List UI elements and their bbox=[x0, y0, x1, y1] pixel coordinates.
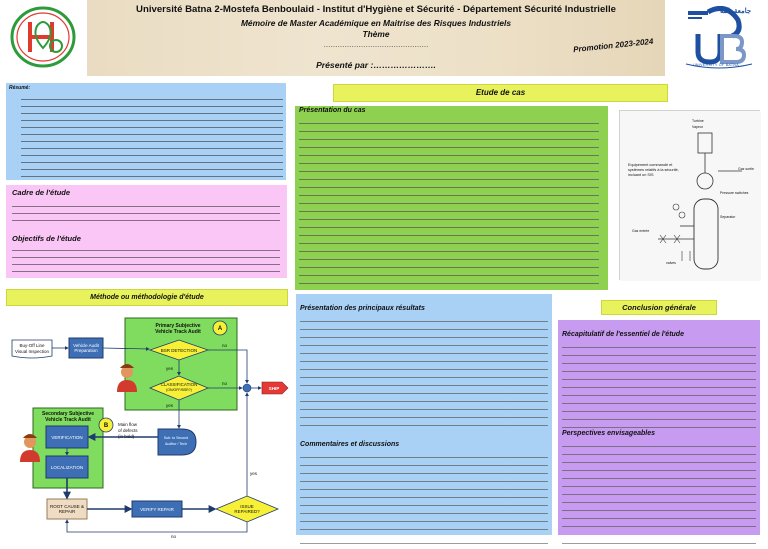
recapitulatif-lines bbox=[562, 340, 756, 428]
fc-main-flow-3: (in bold) bbox=[118, 434, 135, 439]
fc-prep: Vehicle Audit bbox=[73, 343, 100, 348]
fc-sub: Sub: to Second bbox=[164, 436, 189, 440]
objectifs-title: Objectifs de l'étude bbox=[12, 234, 81, 243]
fc-issue-2: REPAIRED? bbox=[234, 509, 260, 514]
diagram-separator: Separator bbox=[720, 215, 736, 219]
fc-buy-off-2: Visual Inspection bbox=[15, 349, 49, 354]
fc-root-cause-2: REPAIR bbox=[59, 509, 76, 514]
diagram-equipement: Equipement commandé et systèmes relatifs… bbox=[628, 163, 679, 177]
process-diagram: Turbine Vapeur Gaz sortie Equipement com… bbox=[619, 110, 761, 281]
resultats-panel: Présentation des principaux résultats Co… bbox=[296, 294, 552, 535]
fc-verification: VERIFICATION bbox=[51, 435, 82, 440]
cadre-lines bbox=[12, 200, 280, 222]
fc-badge-a: A bbox=[218, 326, 223, 332]
fc-classification-2: (ON/OFF/BSR?) bbox=[166, 388, 192, 392]
commentaires-title: Commentaires et discussions bbox=[300, 441, 400, 448]
promotion-label: Promotion 2023-2024 bbox=[572, 36, 654, 55]
diagram-turbine: Turbine bbox=[692, 119, 704, 123]
fc-classification: CLASSIFICATION bbox=[161, 382, 198, 387]
diagram-inlet: Gaz entrée bbox=[632, 229, 650, 233]
fc-primary-title: Primary Subjective bbox=[155, 323, 200, 329]
diagram-valves: valves bbox=[666, 261, 676, 265]
fc-no2: no bbox=[222, 381, 228, 386]
fc-yes3: yes bbox=[250, 471, 258, 476]
fc-no1: no bbox=[222, 343, 228, 348]
fc-verify: VERIFY REPAIR bbox=[140, 507, 175, 512]
university-logo-caption: UNIVERSITY OF BATNA bbox=[693, 63, 739, 67]
conclusion-banner: Conclusion générale bbox=[601, 300, 717, 315]
resultats-lines bbox=[300, 314, 548, 432]
etude-cas-banner: Etude de cas bbox=[333, 84, 668, 102]
header-master: Mémoire de Master Académique en Maitrise… bbox=[240, 18, 512, 28]
diagram-gaz: Gaz sortie bbox=[738, 167, 754, 171]
conclusion-panel: Récapitulatif de l'essentiel de l'étude … bbox=[558, 320, 760, 535]
poster-header: Université Batna 2-Mostefa Benboulaid - … bbox=[87, 0, 665, 76]
fc-issue: ISSUE bbox=[240, 504, 254, 509]
fc-primary-title-2: Vehicle Track Audit bbox=[155, 329, 201, 335]
university-logo: جامعة باتنة UNIVERSITY OF BATNA bbox=[680, 5, 758, 70]
fc-sub-2: Auditor / Tech bbox=[165, 442, 187, 446]
presentation-cas-title: Présentation du cas bbox=[299, 107, 366, 114]
presentation-cas-panel: Présentation du cas bbox=[295, 106, 608, 290]
objectifs-lines bbox=[12, 244, 280, 274]
fc-localization: LOCALIZATION bbox=[51, 465, 83, 470]
institute-logo bbox=[10, 6, 76, 68]
header-presenter: Présenté par :…………………. bbox=[316, 60, 436, 70]
resultats-overflow-lines bbox=[300, 536, 548, 548]
fc-yes2: yes bbox=[166, 403, 174, 408]
header-theme: Thème bbox=[362, 29, 390, 39]
resultats-title: Présentation des principaux résultats bbox=[300, 305, 425, 312]
fc-ship: SHIP bbox=[269, 386, 280, 391]
fc-buy-off: Buy-Off Line bbox=[20, 343, 45, 348]
diagram-vapeur: Vapeur bbox=[692, 125, 704, 129]
perspectives-lines bbox=[562, 439, 756, 531]
fc-badge-b: B bbox=[104, 423, 109, 429]
fc-secondary-title-2: Vehicle Track Audit bbox=[45, 417, 91, 423]
header-theme-placeholder: ……………………………………… bbox=[323, 42, 429, 49]
fc-yes1: yes bbox=[166, 366, 174, 371]
presentation-cas-lines bbox=[299, 116, 599, 286]
cadre-title: Cadre de l'étude bbox=[12, 188, 71, 197]
recapitulatif-title: Récapitulatif de l'essentiel de l'étude bbox=[562, 331, 684, 338]
methode-banner: Méthode ou méthodologie d'étude bbox=[6, 289, 288, 306]
fc-secondary-title: Secondary Subjective bbox=[42, 411, 94, 417]
diagram-pressure: Pressure switches bbox=[720, 191, 749, 195]
conclusion-overflow-lines bbox=[562, 536, 756, 548]
fc-main-flow: Main flow bbox=[118, 422, 138, 427]
fc-no3: no bbox=[171, 534, 177, 539]
methode-flowchart: Buy-Off Line Visual Inspection Vehicle A… bbox=[6, 312, 290, 544]
fc-bsr: BSR DETECTION bbox=[161, 348, 198, 353]
fc-prep-2: Preparation bbox=[74, 348, 98, 353]
header-university: Université Batna 2-Mostefa Benboulaid - … bbox=[136, 4, 616, 15]
resume-title: Résumé: bbox=[9, 85, 31, 91]
resume-lines bbox=[21, 93, 283, 177]
fc-main-flow-2: of defects bbox=[118, 428, 138, 433]
commentaires-lines bbox=[300, 450, 548, 532]
perspectives-title: Perspectives envisageables bbox=[562, 430, 656, 437]
cadre-objectifs-panel: Cadre de l'étude Objectifs de l'étude bbox=[6, 185, 287, 278]
resume-panel: Résumé: bbox=[6, 83, 286, 180]
university-logo-arabic: جامعة باتنة bbox=[720, 8, 752, 15]
fc-root-cause: ROOT CAUSE & bbox=[50, 504, 84, 509]
